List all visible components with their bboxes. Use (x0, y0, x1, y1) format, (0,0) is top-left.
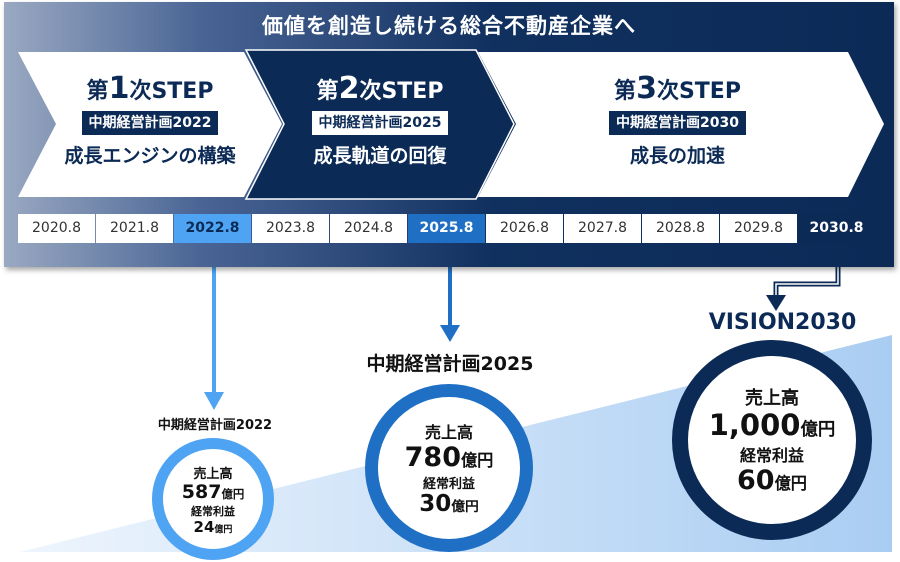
year-2030: 2030.8 (798, 214, 875, 243)
step-1-heading: 第1次STEP (86, 71, 214, 106)
year-2023: 2023.8 (252, 214, 329, 243)
arrowhead-2025 (440, 325, 460, 342)
plan2025-profit: 30億円 (419, 490, 479, 517)
vision2030-circle: 売上高 1,000億円 経常利益 60億円 (672, 340, 872, 540)
step-2-plan-badge: 中期経営計画2025 (311, 111, 449, 135)
step-3: 第3次STEP 中期経営計画2030 成長の加速 (560, 71, 795, 168)
plan2022-label: 中期経営計画2022 (157, 418, 273, 433)
year-2025: 2025.8 (408, 214, 485, 243)
step-3-plan-badge: 中期経営計画2030 (609, 111, 746, 135)
arrowhead-2030 (766, 295, 786, 311)
main-title: 価値を創造し続ける総合不動産企業へ (262, 14, 636, 38)
year-2029: 2029.8 (720, 214, 797, 243)
year-2021: 2021.8 (96, 214, 173, 243)
step-3-subtitle: 成長の加速 (629, 145, 725, 167)
plan2022-circle: 売上高 587億円 経常利益 24億円 (152, 438, 274, 560)
arrowhead-2022 (204, 392, 224, 410)
year-2026: 2026.8 (486, 214, 563, 243)
plan2022-profit: 24億円 (193, 517, 233, 536)
plan2025-sales-label: 売上高 (424, 423, 473, 442)
vision2030-sales-label: 売上高 (745, 388, 799, 410)
step-3-heading: 第3次STEP (614, 71, 741, 106)
step-2-heading: 第2次STEP (316, 71, 444, 106)
step-2-subtitle: 成長軌道の回復 (313, 145, 447, 167)
plan2025-profit-label: 経常利益 (422, 476, 475, 492)
vision2030-profit: 60億円 (737, 465, 807, 497)
plan2022-profit-label: 経常利益 (191, 504, 235, 518)
plan2025-sales: 780億円 (404, 442, 494, 473)
year-2024: 2024.8 (330, 214, 407, 243)
year-2028: 2028.8 (642, 214, 719, 243)
step-1-subtitle: 成長エンジンの構築 (64, 145, 236, 167)
plan2022-sales-label: 売上高 (193, 466, 233, 482)
step-1-plan-badge: 中期経営計画2022 (81, 111, 219, 135)
vision2030-sales: 1,000億円 (708, 408, 836, 443)
year-2027: 2027.8 (564, 214, 641, 243)
step-2: 第2次STEP 中期経営計画2025 成長軌道の回復 (270, 71, 490, 168)
plan2022-sales: 587億円 (181, 480, 245, 503)
plan2025-circle: 売上高 780億円 経常利益 30億円 (365, 384, 533, 552)
year-2020: 2020.8 (18, 214, 95, 243)
vision2030-label: VISION2030 (708, 310, 857, 335)
vision2030-profit-label: 経常利益 (739, 446, 804, 466)
plan2025-label: 中期経営計画2025 (366, 353, 534, 375)
step-1: 第1次STEP 中期経営計画2022 成長エンジンの構築 (40, 71, 260, 168)
year-2022: 2022.8 (174, 214, 251, 243)
timeline: 2020.8 2021.8 2022.8 2023.8 2024.8 2025.… (18, 214, 876, 243)
